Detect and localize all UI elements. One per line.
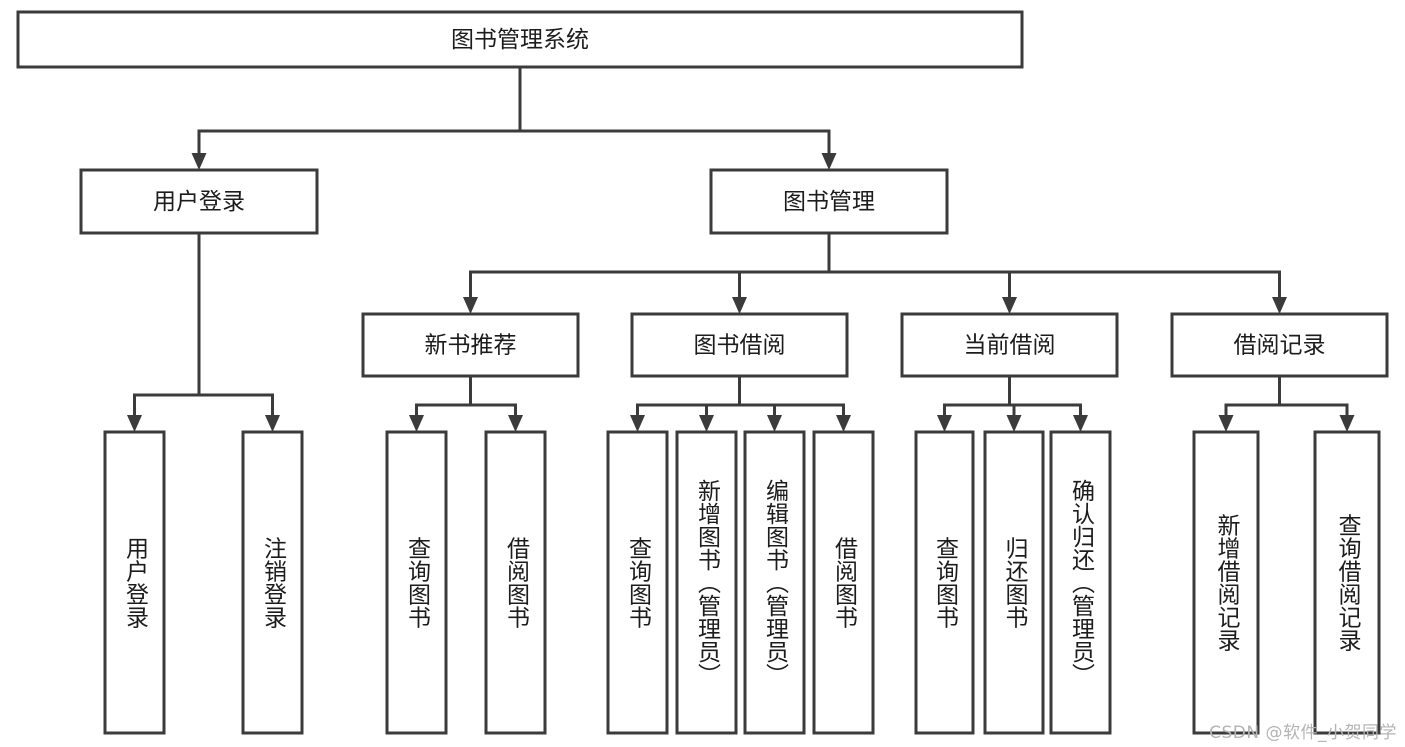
arrow-head-icon <box>630 415 645 432</box>
node-leaf-logout[interactable]: 注销登录 <box>241 430 304 735</box>
connector-line <box>133 233 201 415</box>
node-user-login[interactable]: 用户登录 <box>79 168 319 235</box>
node-label: 查询借阅记录 <box>1334 514 1362 652</box>
connector-line <box>469 233 831 297</box>
connector-layer <box>127 67 1355 432</box>
arrow-head-icon <box>191 153 207 170</box>
arrow-head-icon <box>821 153 837 170</box>
node-label: 注销登录 <box>260 537 288 629</box>
arrow-head-icon <box>1339 415 1355 432</box>
connector-line <box>738 376 776 415</box>
connector-line <box>469 376 517 415</box>
node-label: 图书借阅 <box>694 333 786 359</box>
arrow-head-icon <box>463 297 478 314</box>
node-label: 确认归还（管理员） <box>1068 479 1096 686</box>
arrow-head-icon <box>1006 415 1022 432</box>
connector-line <box>827 233 1281 297</box>
arrow-head-icon <box>1073 415 1088 432</box>
connector-line <box>705 376 741 415</box>
node-leaf-return-book[interactable]: 归还图书 <box>983 430 1045 735</box>
arrow-head-icon <box>508 415 523 432</box>
node-label: 借阅图书 <box>503 537 531 629</box>
connector-line <box>738 376 845 415</box>
connector-line <box>197 233 274 415</box>
node-leaf-query-record[interactable]: 查询借阅记录 <box>1313 430 1381 735</box>
node-label: 编辑图书（管理员） <box>762 479 790 686</box>
node-leaf-confirm-return[interactable]: 确认归还（管理员） <box>1049 430 1112 735</box>
csdn-watermark: CSDN @软件_小贺同学 <box>1209 723 1397 743</box>
connector-line <box>518 67 831 153</box>
connector-line <box>827 233 1011 297</box>
node-label: 新增图书（管理员） <box>694 479 722 686</box>
node-book-borrow[interactable]: 图书借阅 <box>630 312 849 378</box>
arrow-head-icon <box>767 415 782 432</box>
connector-line <box>197 67 522 153</box>
node-label: 当前借阅 <box>964 333 1056 359</box>
arrow-head-icon <box>127 415 142 432</box>
arrow-head-icon <box>1272 297 1287 314</box>
node-label: 新书推荐 <box>425 333 517 359</box>
node-label: 用户登录 <box>153 189 245 215</box>
arrow-head-icon <box>699 415 714 432</box>
connector-line <box>1008 376 1082 415</box>
node-label: 查询图书 <box>932 537 960 629</box>
node-leaf-query-book-1[interactable]: 查询图书 <box>385 430 448 735</box>
node-label: 用户登录 <box>122 537 150 629</box>
arrow-head-icon <box>937 415 952 432</box>
node-label: 新增借阅记录 <box>1213 514 1241 652</box>
arrow-head-icon <box>265 415 280 432</box>
connector-line <box>943 376 1011 415</box>
node-label: 借阅记录 <box>1234 333 1326 359</box>
connector-line <box>1224 376 1281 415</box>
node-leaf-user-login[interactable]: 用户登录 <box>103 430 166 735</box>
node-leaf-add-record[interactable]: 新增借阅记录 <box>1192 430 1260 735</box>
node-book-manage[interactable]: 图书管理 <box>709 168 949 235</box>
node-current-borrow[interactable]: 当前借阅 <box>900 312 1119 378</box>
node-new-book-recommend[interactable]: 新书推荐 <box>361 312 580 378</box>
node-label: 归还图书 <box>1001 537 1029 629</box>
node-leaf-borrow-book-1[interactable]: 借阅图书 <box>484 430 547 735</box>
node-layer: 图书管理系统用户登录图书管理新书推荐图书借阅当前借阅借阅记录用户登录注销登录查询… <box>16 10 1389 735</box>
node-leaf-edit-book[interactable]: 编辑图书（管理员） <box>743 430 806 735</box>
arrow-head-icon <box>732 297 747 314</box>
connector-line <box>738 233 831 297</box>
node-label: 图书管理系统 <box>451 27 589 53</box>
node-leaf-add-book[interactable]: 新增图书（管理员） <box>675 430 738 735</box>
node-label: 查询图书 <box>625 537 653 629</box>
connector-line <box>1278 376 1349 415</box>
arrow-head-icon <box>1002 297 1017 314</box>
node-label: 借阅图书 <box>831 537 859 629</box>
node-label: 查询图书 <box>404 537 432 629</box>
arrow-head-icon <box>836 415 851 432</box>
arrow-head-icon <box>409 415 424 432</box>
node-borrow-record[interactable]: 借阅记录 <box>1170 312 1389 378</box>
connector-line <box>415 376 472 415</box>
arrow-head-icon <box>1218 415 1234 432</box>
node-leaf-borrow-book-2[interactable]: 借阅图书 <box>812 430 875 735</box>
node-root[interactable]: 图书管理系统 <box>16 10 1024 69</box>
node-label: 图书管理 <box>783 189 875 215</box>
node-leaf-query-book-2[interactable]: 查询图书 <box>606 430 669 735</box>
node-leaf-query-book-3[interactable]: 查询图书 <box>914 430 975 735</box>
connector-line <box>636 376 741 415</box>
